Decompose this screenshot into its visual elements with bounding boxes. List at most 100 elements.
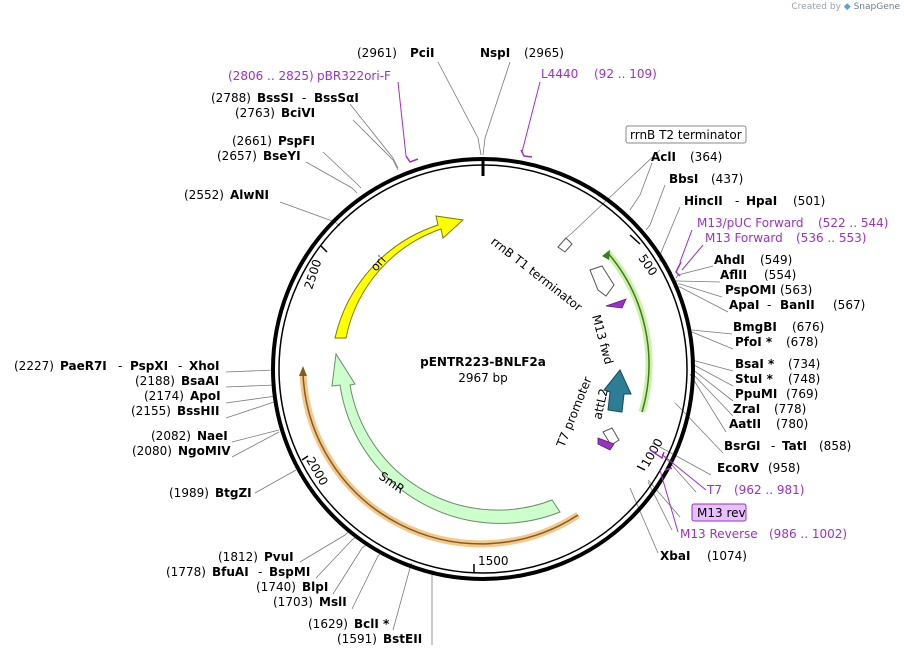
site-name-pspxi[interactable]: PspXI [130, 359, 168, 373]
site-name-nspi[interactable]: NspI [480, 46, 510, 60]
rrnb-t2-feature[interactable] [557, 237, 573, 253]
t7-promoter-feature[interactable] [602, 427, 620, 446]
site-name-aflii[interactable]: AflII [720, 268, 747, 282]
primer-m13reverse[interactable]: M13 Reverse [680, 527, 758, 541]
tick-label-1500: 1500 [478, 554, 509, 568]
site-name-bcivi[interactable]: BciVI [281, 106, 315, 120]
rrnb-t1-feature[interactable] [589, 265, 615, 297]
site-name-ngomiv[interactable]: NgoMIV [178, 444, 231, 458]
site-pos: (2552) [184, 188, 224, 202]
site-pos: (2188) [135, 374, 175, 388]
site-name-pfoi[interactable]: PfoI * [735, 335, 773, 349]
credit-brand: SnapGene [853, 2, 900, 12]
site-sep: - [767, 298, 771, 312]
site-name-bsssi[interactable]: BssSI [257, 91, 294, 105]
site-name-paer7i[interactable]: PaeR7I [60, 359, 107, 373]
primer-m13forward[interactable]: M13 Forward [705, 231, 783, 245]
primer-t7[interactable]: T7 [706, 483, 722, 497]
pbr322-leader [397, 81, 407, 157]
site-name-hincii[interactable]: HincII [684, 194, 723, 208]
site-sep: - [258, 565, 262, 579]
site-name-ahdi[interactable]: AhdI [714, 253, 745, 267]
site-pos: (1989) [169, 486, 209, 500]
site-name-bbsi[interactable]: BbsI [669, 172, 698, 186]
site-name-pvui[interactable]: PvuI [264, 550, 294, 564]
site-name-pcii[interactable]: PciI [410, 46, 435, 60]
tick-1000 [636, 465, 646, 471]
site-name-bsrgi[interactable]: BsrGI [724, 439, 761, 453]
site-name-bspmi[interactable]: BspMI [269, 565, 310, 579]
site-name-aatii[interactable]: AatII [729, 417, 761, 431]
site-sep: - [178, 359, 182, 373]
site-name-tati[interactable]: TatI [782, 439, 807, 453]
m13-fwd-label: M13 fwd [589, 313, 616, 366]
site-sep: - [302, 91, 306, 105]
site-name-apai[interactable]: ApaI [729, 298, 759, 312]
tick-500 [629, 234, 641, 245]
site-pos: (1591) [337, 632, 377, 646]
smr-feature[interactable] [331, 352, 561, 524]
site-name-bsaai[interactable]: BsaAI [181, 374, 219, 388]
site-name-bsssai[interactable]: BssSαI [314, 91, 359, 105]
site-name-xbai[interactable]: XbaI [660, 549, 690, 563]
site-name-bsteii[interactable]: BstEII [383, 632, 422, 646]
site-pos: (958) [768, 461, 800, 475]
site-sep: - [771, 439, 775, 453]
m13forward-leader [681, 244, 704, 271]
site-name-apoi[interactable]: ApoI [190, 389, 221, 403]
snapgene-logo-icon: ◆ [843, 2, 851, 12]
site-name-stui[interactable]: StuI * [735, 372, 774, 386]
site-pos: (567) [833, 298, 865, 312]
site-name-pspfi[interactable]: PspFI [278, 134, 315, 148]
m13reverse-leader [659, 469, 679, 533]
site-pos: (1629) [308, 617, 348, 631]
site-name-bsshii[interactable]: BssHII [177, 404, 219, 418]
site-name-bcli[interactable]: BclI * [354, 617, 390, 631]
site-name-msli[interactable]: MslI [319, 595, 347, 609]
site-name-banii[interactable]: BanII [780, 298, 815, 312]
site-name-ecorv[interactable]: EcoRV [717, 461, 760, 475]
attl2-label: attL2 [590, 387, 611, 420]
site-name-bsai[interactable]: BsaI * [735, 357, 775, 371]
smr-track-inner [302, 373, 579, 545]
ori-feature[interactable] [334, 215, 465, 339]
site-name-bseyi[interactable]: BseYI [263, 149, 301, 163]
plasmid-name: pENTR223-BNLF2a [420, 355, 546, 369]
site-pos: (2961) [357, 46, 397, 60]
site-pos: (2227) [14, 359, 54, 373]
insert-track-arrow [602, 250, 610, 260]
attl2-feature[interactable] [603, 369, 632, 413]
site-pos: (2965) [524, 46, 564, 60]
site-pos: (769) [786, 387, 818, 401]
site-pos: (2661) [232, 134, 272, 148]
site-name-btgzi[interactable]: BtgZI [215, 486, 252, 500]
site-name-acli[interactable]: AclI [651, 150, 676, 164]
site-pos: (501) [793, 194, 825, 208]
site-name-naei[interactable]: NaeI [197, 429, 228, 443]
site-name-alwni[interactable]: AlwNI [230, 188, 269, 202]
primer-pbr322[interactable]: pBR322ori-F [317, 69, 391, 83]
site-pos: (549) [760, 253, 792, 267]
primer-l4440[interactable]: L4440 [541, 67, 578, 81]
site-name-bmgbi[interactable]: BmgBI [733, 320, 777, 334]
insert-track-inner [606, 251, 650, 413]
site-name-bfuai[interactable]: BfuAI [212, 565, 249, 579]
smr-label: SmR [376, 469, 407, 496]
m13-fwd-feature[interactable] [605, 298, 627, 309]
primer-range: (522 .. 544) [818, 216, 888, 230]
site-name-xhoi[interactable]: XhoI [189, 359, 220, 373]
plasmid-length: 2967 bp [458, 371, 508, 385]
site-name-blpi[interactable]: BlpI [302, 580, 328, 594]
l4440-leader [521, 81, 541, 153]
m13-rev-label[interactable]: M13 rev [697, 506, 746, 520]
site-name-zrai[interactable]: ZraI [733, 402, 760, 416]
rrnb-t2-label[interactable]: rrnB T2 terminator [630, 128, 742, 142]
site-name-pspomi[interactable]: PspOMI [725, 283, 776, 297]
site-name-hpai[interactable]: HpaI [746, 194, 777, 208]
m13-rev-feature[interactable] [597, 437, 615, 451]
primer-m13puc[interactable]: M13/pUC Forward [697, 216, 804, 230]
site-pos: (563) [780, 283, 812, 297]
site-name-ppumi[interactable]: PpuMI [735, 387, 777, 401]
site-pos: (1740) [256, 580, 296, 594]
